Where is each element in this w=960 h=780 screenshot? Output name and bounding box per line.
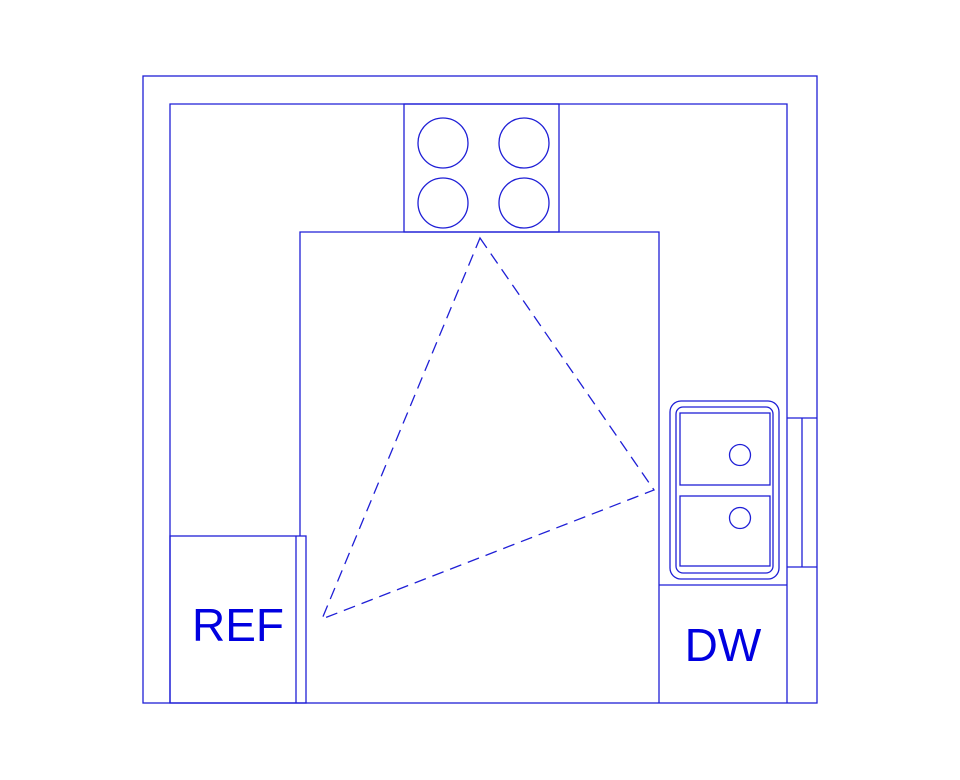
work-triangle (320, 236, 656, 621)
burner-top-right (498, 117, 550, 169)
sink-basin-top (679, 412, 771, 486)
burner-bottom-right (498, 177, 550, 229)
refrigerator (169, 535, 307, 704)
refrigerator-label: REF (192, 599, 284, 651)
cooktop-outline (403, 103, 560, 233)
sink-outer-rim (669, 400, 780, 580)
sink-inner-rim (675, 406, 774, 574)
sink-drain-top (728, 443, 752, 467)
burner-bottom-left (417, 177, 469, 229)
window (787, 417, 817, 568)
cooktop (403, 103, 560, 233)
sink-drain-bottom (728, 506, 752, 530)
dishwasher-label: DW (685, 619, 762, 671)
burner-top-left (417, 117, 469, 169)
double-sink (669, 400, 780, 580)
outer-wall (142, 75, 818, 704)
plan-lines (142, 75, 818, 704)
sink-basin-bottom (679, 495, 771, 567)
refrigerator-outline (169, 535, 307, 704)
